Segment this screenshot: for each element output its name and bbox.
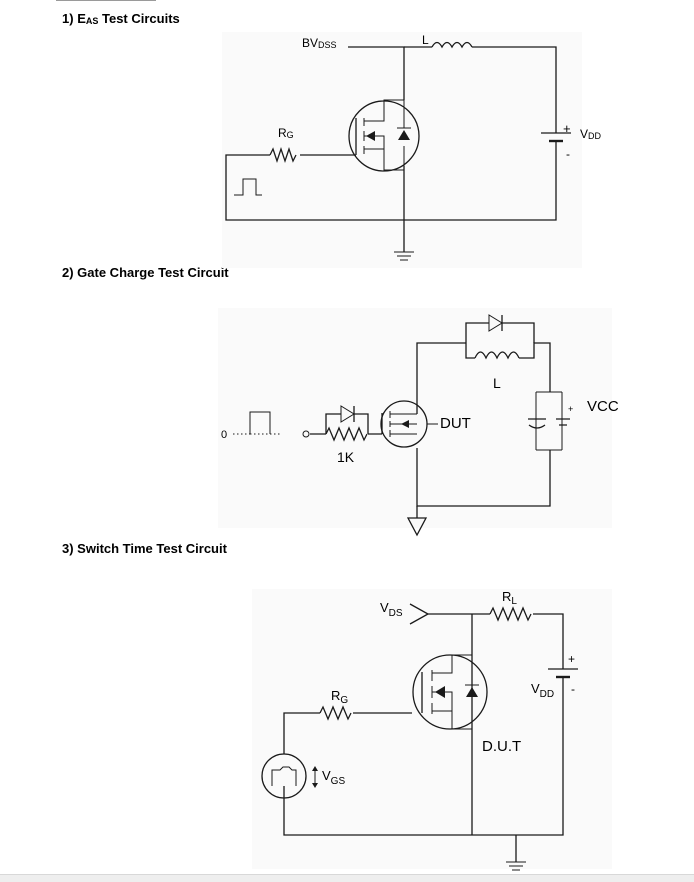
pulse-icon bbox=[271, 766, 297, 786]
pulse-source bbox=[261, 753, 307, 799]
resistor-symbol-rg bbox=[319, 705, 352, 721]
circuit-switch-time: VDS RL RG VGS + VDD - D.U.T bbox=[252, 589, 612, 871]
supply-plus: + bbox=[568, 404, 573, 414]
supply-minus: - bbox=[566, 147, 570, 161]
rg-label: RG bbox=[331, 688, 348, 706]
circuit-eas: BVDSS L RG + VDD - bbox=[222, 32, 602, 268]
input-node-label: 0 bbox=[221, 429, 227, 441]
section-title-eas: 1) EAS Test Circuits bbox=[62, 11, 180, 26]
ground-icon bbox=[506, 861, 526, 871]
bottom-scroll-bar bbox=[0, 874, 694, 882]
inductor-label: L bbox=[493, 375, 501, 391]
vds-label: VDS bbox=[380, 600, 403, 619]
supply-plus: + bbox=[568, 652, 575, 666]
ground-icon bbox=[406, 517, 428, 537]
vds-arrow-icon bbox=[409, 603, 430, 625]
dut-label: DUT bbox=[440, 415, 471, 432]
rl-label: RL bbox=[502, 589, 517, 607]
input-source bbox=[233, 411, 310, 438]
vcc-label: VCC bbox=[587, 398, 619, 415]
dut-label: D.U.T bbox=[482, 738, 521, 755]
pulse-icon bbox=[234, 178, 262, 196]
mosfet-symbol bbox=[412, 654, 488, 730]
supply-plus: + bbox=[563, 121, 571, 136]
battery-symbol bbox=[556, 418, 570, 426]
section-title-switch-time: 3) Switch Time Test Circuit bbox=[62, 541, 227, 556]
vdd-label: VDD bbox=[580, 127, 602, 141]
rg-label: RG bbox=[278, 126, 294, 140]
capacitor-symbol bbox=[528, 418, 546, 429]
section-title-gate-charge: 2) Gate Charge Test Circuit bbox=[62, 265, 229, 280]
top-rule bbox=[56, 0, 156, 1]
supply-minus: - bbox=[571, 682, 575, 696]
resistor-symbol bbox=[325, 426, 368, 442]
circuit-gate-charge: 0 1K DUT L VCC + bbox=[218, 308, 619, 537]
bvdss-label: BVDSS bbox=[302, 36, 337, 50]
diode-symbol-gate bbox=[340, 405, 355, 423]
diode-symbol-flyback bbox=[488, 314, 503, 332]
inductor-symbol bbox=[431, 41, 473, 49]
resistor-symbol bbox=[269, 146, 297, 164]
vgs-label: VGS bbox=[322, 768, 345, 787]
resistor-label: 1K bbox=[337, 449, 355, 465]
inductor-label: L bbox=[422, 33, 429, 47]
vdd-label: VDD bbox=[531, 681, 554, 700]
battery-symbol bbox=[541, 122, 571, 148]
resistor-symbol-rl bbox=[489, 606, 532, 622]
inductor-symbol bbox=[474, 351, 520, 360]
ground-icon bbox=[394, 251, 414, 261]
vgs-arrow-icon bbox=[312, 766, 318, 788]
mosfet-symbol bbox=[348, 99, 420, 172]
battery-symbol bbox=[548, 663, 578, 688]
mosfet-symbol bbox=[380, 400, 438, 448]
